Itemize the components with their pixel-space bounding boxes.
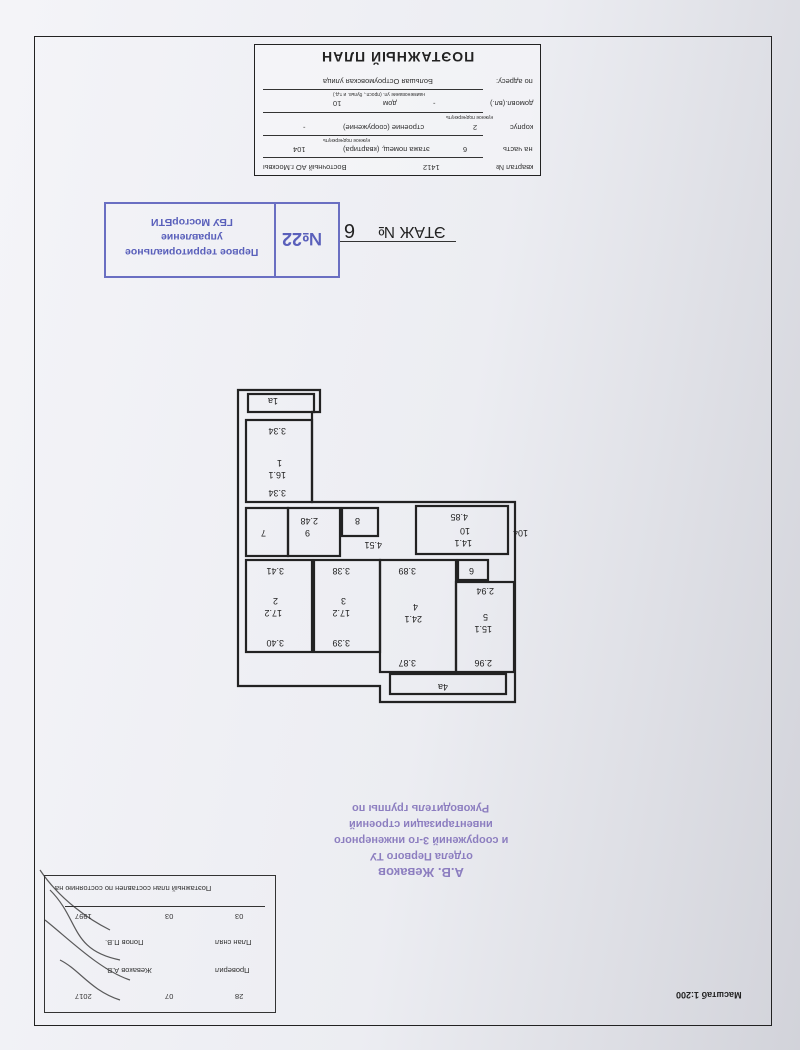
dim-3-89: 3.89 bbox=[398, 566, 416, 576]
date1-month: 03 bbox=[165, 912, 174, 921]
dim-3-34-bottom: 3.34 bbox=[268, 488, 286, 498]
apartment-number: 104 bbox=[513, 528, 528, 538]
room-area-5: 15.1 bbox=[474, 624, 492, 634]
address-value: Большая Остроумовская улица bbox=[323, 77, 433, 86]
room-label-10: 10 bbox=[460, 526, 470, 536]
plan-labels: 1а 1 16.1 7 9 8 10 14.1 6 2 17.2 3 17.2 … bbox=[261, 396, 528, 692]
scale-label: Масштаб 1:200 bbox=[676, 990, 742, 1000]
house-hint: нужное подчеркнуть bbox=[445, 114, 493, 120]
made-by-label: План снял bbox=[215, 938, 252, 947]
room-7-outline bbox=[244, 506, 290, 558]
dim-3-40: 3.40 bbox=[266, 638, 284, 648]
room-10-outline bbox=[414, 504, 510, 556]
room-area-4: 24.1 bbox=[404, 614, 422, 624]
violet-line-3: и сооружений 3-го инженерного bbox=[333, 834, 509, 846]
kvartal-label: квартал № bbox=[495, 163, 533, 172]
kvartal-value: 1412 bbox=[423, 163, 440, 172]
dim-2-96: 2.96 bbox=[474, 658, 492, 668]
violet-line-1: Руководитель группы по bbox=[352, 802, 490, 814]
dom-value: 10 bbox=[333, 99, 342, 108]
header-stamp: ПОЭТАЖНЫЙ ПЛАН по адресу: Большая Остроу… bbox=[254, 44, 541, 176]
floor-text: ЭТАЖ № bbox=[377, 223, 446, 240]
date2-month: 07 bbox=[165, 992, 174, 1001]
dim-3-41: 3.41 bbox=[266, 566, 284, 576]
room-label-8: 8 bbox=[355, 516, 360, 526]
part-value: 6 bbox=[463, 145, 468, 154]
violet-stamp: Руководитель группы по инвентаризации ст… bbox=[296, 800, 546, 880]
room-label-3: 3 bbox=[341, 596, 346, 606]
outer-walls bbox=[236, 388, 517, 704]
room-area-3: 17.2 bbox=[332, 608, 350, 618]
floor-label: 6 ЭТАЖ № bbox=[344, 218, 445, 241]
room-label-4: 4 bbox=[413, 602, 418, 612]
room-9-outline bbox=[286, 506, 342, 558]
violet-line-4: отдела Первого ТУ bbox=[369, 850, 473, 862]
blue-bti-stamp: №22 ГБУ МосгорБТИ управление Первое терр… bbox=[104, 202, 340, 278]
dim-3-87: 3.87 bbox=[398, 658, 416, 668]
part-label: на часть bbox=[503, 145, 533, 154]
stamp-line-3: ГБУ МосгорБТИ bbox=[151, 216, 233, 228]
room-label-1a: 1а bbox=[268, 396, 278, 406]
room-label-7: 7 bbox=[261, 528, 266, 538]
house-value: - bbox=[433, 99, 436, 108]
room-label-5: 5 bbox=[483, 612, 488, 622]
stroenie-value: - bbox=[303, 123, 306, 132]
dim-2-48: 2.48 bbox=[300, 516, 318, 526]
violet-name: А.В. Жеваков bbox=[378, 865, 464, 880]
handwritten-signature bbox=[39, 869, 131, 1001]
room-1-outline bbox=[244, 418, 314, 504]
page-border bbox=[34, 36, 772, 1026]
room-label-9: 9 bbox=[305, 528, 310, 538]
room-label-6: 6 bbox=[469, 566, 474, 576]
stroenie-hint: нужное подчеркнуть bbox=[323, 137, 371, 143]
floor-plan: 1а 1 16.1 7 9 8 10 14.1 6 2 17.2 3 17.2 … bbox=[236, 388, 528, 704]
district-value: Восточный АО г.Москвы bbox=[263, 163, 347, 172]
room-label-2: 2 bbox=[273, 596, 278, 606]
address-label: по адресу: bbox=[496, 77, 533, 86]
dim-3-39: 3.39 bbox=[332, 638, 350, 648]
balcony-4a-outline bbox=[388, 672, 508, 696]
dim-2-94: 2.94 bbox=[476, 586, 494, 596]
room-label-1: 1 bbox=[277, 458, 282, 468]
room-2-outline bbox=[244, 558, 314, 654]
stroenie-label: строение (сооружение) bbox=[343, 123, 425, 132]
signature-block: Поэтажный план составлен по состоянию на… bbox=[44, 875, 276, 1013]
room-area-1: 16.1 bbox=[268, 470, 286, 480]
date1-day: 03 bbox=[235, 912, 244, 921]
stamp-number: №22 bbox=[282, 229, 323, 249]
room-6-outline bbox=[456, 558, 490, 582]
balcony-1a-outline bbox=[246, 392, 316, 414]
etazh-value: 104 bbox=[293, 145, 306, 154]
stamp-line-1: Первое территориальное bbox=[125, 246, 259, 258]
dim-4-51: 4.51 bbox=[364, 540, 382, 550]
dim-4-85: 4.85 bbox=[450, 512, 468, 522]
etazh-label: этажа помещ. (квартира) bbox=[343, 145, 430, 154]
room-8-outline bbox=[340, 506, 380, 538]
dim-3-34-top: 3.34 bbox=[268, 426, 286, 436]
floor-value: 6 bbox=[344, 219, 356, 241]
date2-day: 28 bbox=[235, 992, 244, 1001]
house-label: домовл.(вл.) bbox=[489, 99, 533, 108]
room-5-outline bbox=[454, 580, 516, 674]
dim-3-38: 3.38 bbox=[332, 566, 350, 576]
dom-label: дом bbox=[383, 99, 397, 108]
header-title: ПОЭТАЖНЫЙ ПЛАН bbox=[320, 49, 475, 65]
address-hint: наименование ул. (просп., бульв. и т.д.) bbox=[333, 91, 425, 97]
room-area-2: 17.2 bbox=[264, 608, 282, 618]
korpus-value: 2 bbox=[473, 123, 478, 132]
room-label-4a: 4а bbox=[438, 682, 448, 692]
checked-label: Проверил bbox=[215, 966, 250, 975]
stamp-line-2: управление bbox=[161, 231, 223, 243]
violet-line-2: инвентаризации строений bbox=[349, 818, 493, 830]
korpus-label: корпус bbox=[509, 123, 533, 132]
room-area-10: 14.1 bbox=[454, 538, 472, 548]
